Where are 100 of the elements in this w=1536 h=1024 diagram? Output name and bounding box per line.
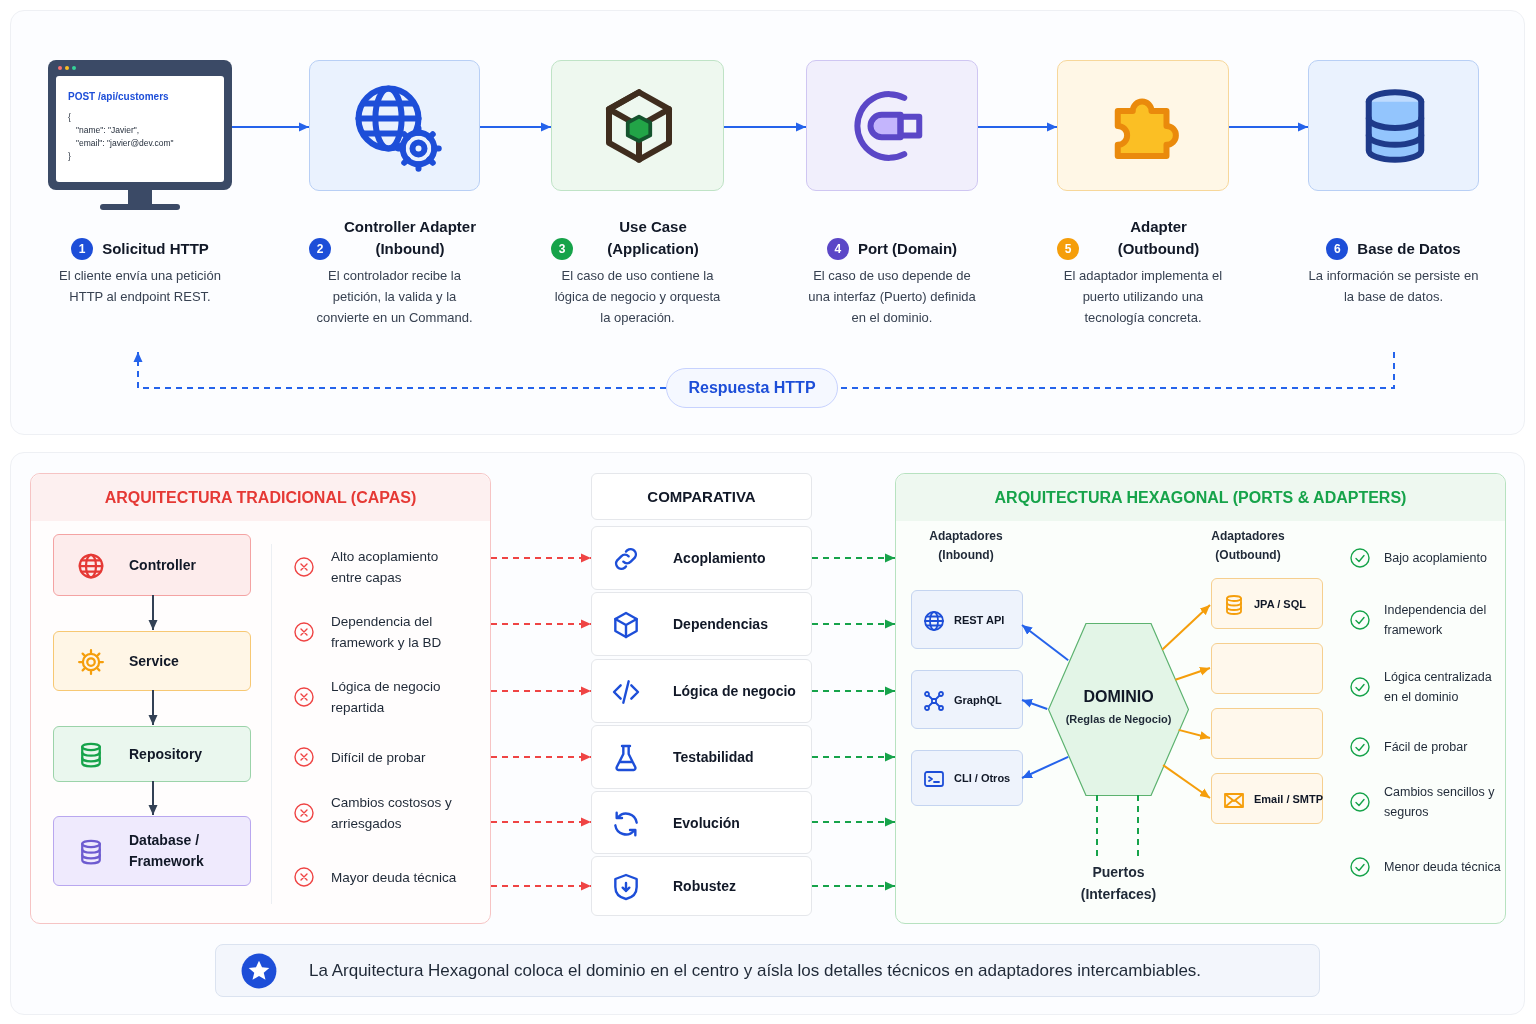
adapter-card <box>1211 643 1323 694</box>
arrow <box>1228 122 1309 132</box>
criterion-name: Acoplamiento <box>673 549 766 568</box>
layer-card <box>53 726 251 782</box>
arrow <box>1177 728 1211 740</box>
benefit-text: Fácil de probar <box>1384 739 1469 756</box>
adapter-card <box>1211 773 1323 824</box>
dashed-arrow <box>490 619 592 629</box>
arrow <box>1021 624 1070 662</box>
adapter-card <box>911 590 1023 649</box>
dashed-arrow <box>811 881 896 891</box>
column-label: Adaptadores (Inbound) <box>928 528 1004 564</box>
dashed-arrow <box>490 553 592 563</box>
adapter-name: JPA / SQL <box>1254 596 1306 612</box>
drawback-text: Mayor deuda técnica <box>331 868 458 887</box>
criterion-name: Testabilidad <box>673 748 754 767</box>
code-line: "name": "Javier", <box>76 124 140 137</box>
arrow <box>1162 764 1211 799</box>
step-description: El caso de uso contiene la lógica de negocio y orquesta la operación. <box>553 267 722 327</box>
comparison-card <box>591 659 812 723</box>
summary-banner <box>215 944 1320 997</box>
adapter-name: REST API <box>954 612 1005 628</box>
adapter-card <box>1211 708 1323 759</box>
benefit-text: Bajo acoplamiento <box>1384 550 1488 567</box>
response-pill: Respuesta HTTP <box>666 368 838 408</box>
step-title: Port (Domain) <box>857 239 958 259</box>
adapter-card <box>911 670 1023 729</box>
dashed-arrow <box>811 553 896 563</box>
layer-card <box>53 534 251 596</box>
panel <box>895 473 1506 924</box>
step-description: El caso de uso depende de una interfaz (Puerto) definida en el dominio. <box>807 267 977 327</box>
benefit-text: Lógica centralizada en el dominio <box>1384 669 1493 706</box>
code-line: POST /api/customers <box>68 90 169 103</box>
code-line: } <box>68 150 71 163</box>
drawback-text: Dependencia del framework y la BD <box>331 613 443 652</box>
layer-name: Repository <box>129 744 204 764</box>
panel-title: ARQUITECTURA TRADICIONAL (CAPAS) <box>103 488 418 508</box>
adapter-name: CLI / Otros <box>954 771 1011 786</box>
domain-subtitle: (Reglas de Negocio) <box>1064 712 1173 727</box>
step-description: La información se persiste en la base de datos. <box>1308 267 1479 306</box>
step-title: Use Case (Application) <box>606 217 700 259</box>
dashed-arrow <box>490 817 592 827</box>
step-title: Solicitud HTTP <box>102 239 209 259</box>
benefit-text: Menor deuda técnica <box>1384 859 1502 876</box>
summary-text: La Arquitectura Hexagonal coloca el dominio en el centro y aísla los detalles técnicos en adaptadores intercambiables. <box>309 959 1202 982</box>
drawback-text: Alto acoplamiento entre capas <box>331 548 440 587</box>
domain-title: DOMINIO <box>1082 687 1155 707</box>
arrow <box>1174 666 1211 681</box>
layer-name: Database / Framework <box>129 831 205 871</box>
benefit-text: Cambios sencillos y seguros <box>1384 784 1496 821</box>
code-line: { <box>68 111 71 124</box>
benefit-text: Independencia del framework <box>1384 602 1488 639</box>
arrow <box>1021 755 1070 779</box>
ports-label: Puertos (Interfaces) <box>1066 861 1171 907</box>
arrow <box>148 780 158 816</box>
comparison-card <box>591 856 812 916</box>
adapter-name: Email / SMTP <box>1254 791 1324 807</box>
comparison-card <box>591 592 812 656</box>
layer-card <box>53 631 251 691</box>
step-title: Adapter (Outbound) <box>1116 217 1201 259</box>
column-label: Adaptadores (Outbound) <box>1210 528 1286 564</box>
code-line: "email": "javier@dev.com" <box>76 137 174 150</box>
dashed-arrow <box>490 686 592 696</box>
layer-name: Controller <box>129 555 197 575</box>
arrow <box>479 122 552 132</box>
panel <box>30 473 491 924</box>
step-description: El adaptador implementa el puerto utilizando una tecnología concreta. <box>1062 267 1224 327</box>
comparison-card <box>591 791 812 854</box>
dashed-arrow <box>490 881 592 891</box>
comparison-card <box>591 725 812 789</box>
step-description: El controlador recibe la petición, la valida y la convierte en un Command. <box>315 267 474 327</box>
step-description: El cliente envía una petición HTTP al endpoint REST. <box>58 267 222 306</box>
dashed-arrow <box>490 752 592 762</box>
arrow <box>1161 604 1211 651</box>
arrow <box>148 689 158 726</box>
arrow <box>723 122 807 132</box>
adapter-name: GraphQL <box>954 692 1002 708</box>
dashed-arrow <box>811 686 896 696</box>
dashed-arrow <box>811 817 896 827</box>
dashed-arrow <box>811 619 896 629</box>
criterion-name: Robustez <box>673 877 736 896</box>
layer-name: Service <box>129 651 180 671</box>
arrow <box>1021 699 1049 710</box>
dashed-arrow <box>133 351 667 389</box>
drawback-text: Lógica de negocio repartida <box>331 678 442 717</box>
criterion-name: Evolución <box>673 813 740 833</box>
panel-title: ARQUITECTURA HEXAGONAL (PORTS & ADAPTERS) <box>993 488 1408 508</box>
drawback-text: Difícil de probar <box>331 748 427 767</box>
step-title: Base de Datos <box>1357 239 1461 259</box>
criterion-name: Lógica de negocio <box>673 682 796 701</box>
comparison-card <box>591 526 812 590</box>
column-header: COMPARATIVA <box>591 473 812 520</box>
layer-card <box>53 816 251 886</box>
criterion-name: Dependencias <box>673 615 768 634</box>
adapter-card <box>1211 578 1323 629</box>
arrow <box>977 122 1058 132</box>
drawback-text: Cambios costosos y arriesgados <box>331 794 453 833</box>
step-title: Controller Adapter (Inbound) <box>343 217 477 259</box>
dashed-arrow <box>811 752 896 762</box>
arrow <box>231 122 310 132</box>
